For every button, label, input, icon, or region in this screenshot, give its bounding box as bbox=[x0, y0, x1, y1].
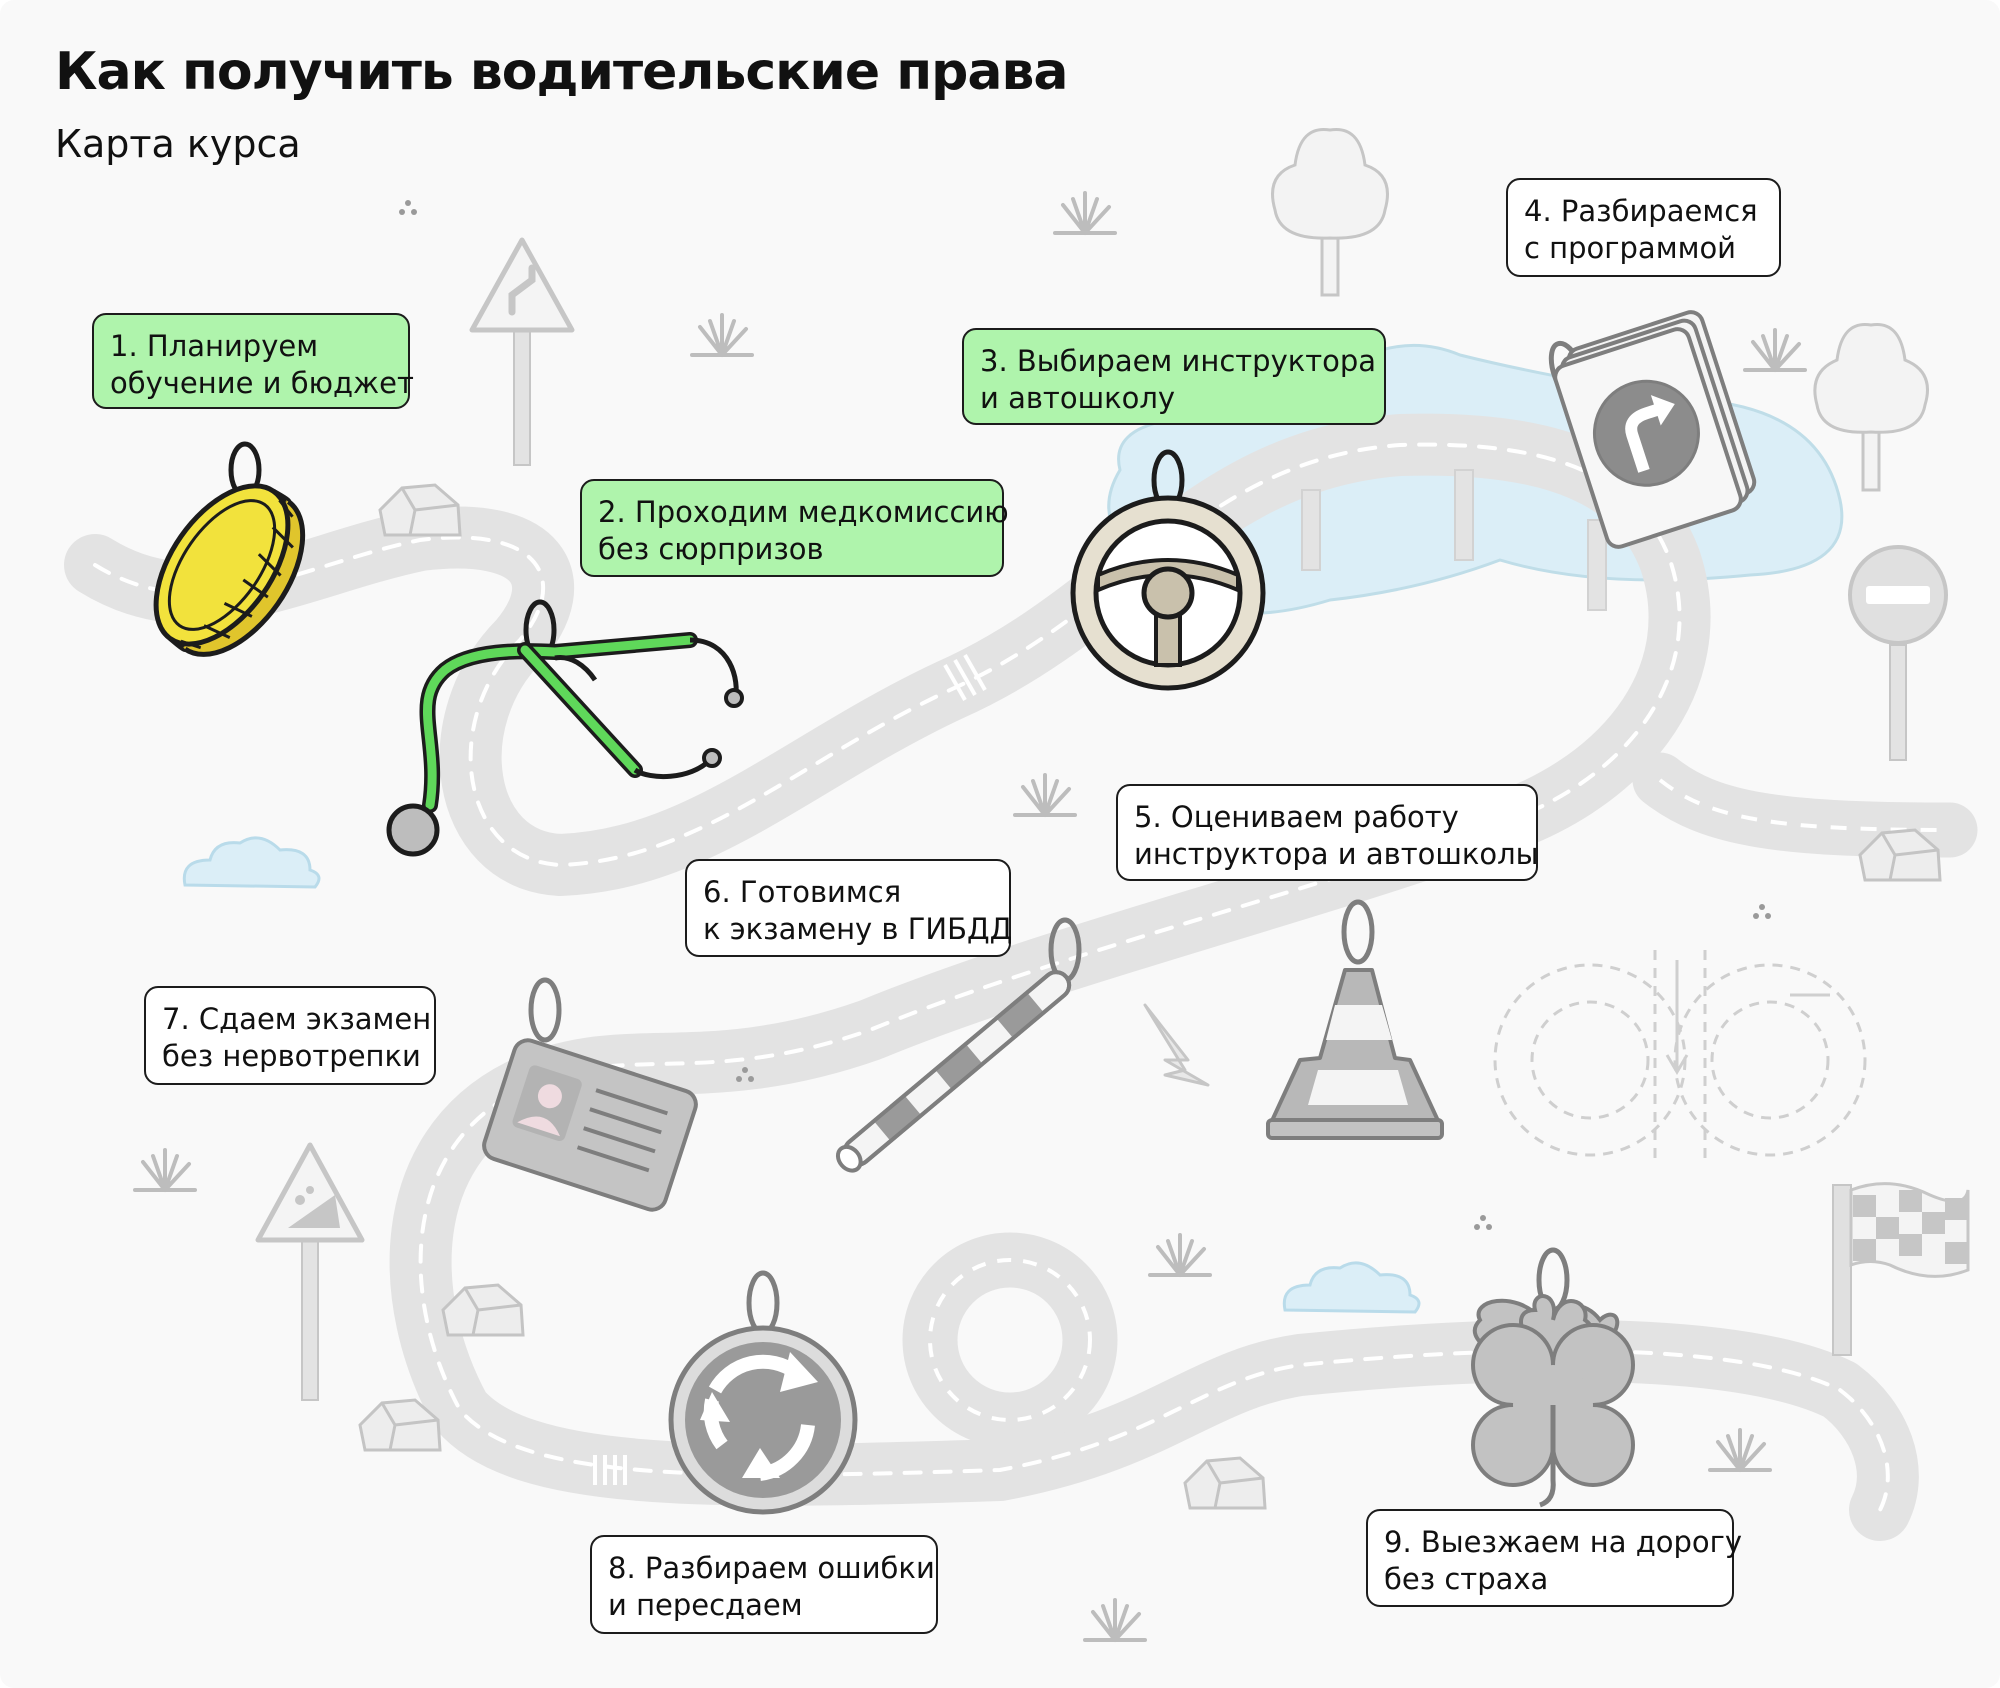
no-entry-sign-icon bbox=[1848, 545, 1948, 761]
step-5-label[interactable]: 5. Оцениваем работу инструктора и автошк… bbox=[1116, 784, 1539, 881]
step-2-line-2: без сюрпризов bbox=[598, 532, 824, 566]
step-7-label[interactable]: 7. Сдаем экзамен без нервотрепки bbox=[144, 986, 436, 1085]
step-9-line-1: 9. Выезжаем на дорогу bbox=[1384, 1525, 1743, 1559]
falling-rocks-sign-icon bbox=[255, 1142, 365, 1401]
traffic-cone-icon bbox=[1266, 899, 1444, 1140]
step-5-line-1: 5. Оцениваем работу bbox=[1134, 800, 1459, 834]
tree-icon bbox=[1271, 127, 1389, 297]
stethoscope-icon bbox=[386, 599, 744, 857]
step-8-line-1: 8. Разбираем ошибки bbox=[608, 1551, 935, 1585]
maneuver-markings bbox=[1493, 950, 1867, 1160]
steering-wheel-icon bbox=[1070, 449, 1266, 691]
roundabout-sign-icon bbox=[668, 1270, 858, 1515]
step-4-line-2: с программой bbox=[1524, 231, 1737, 265]
step-3-line-1: 3. Выбираем инструктора bbox=[980, 344, 1377, 378]
step-8-label[interactable]: 8. Разбираем ошибки и пересдаем bbox=[590, 1535, 938, 1634]
winding-road-sign-icon bbox=[469, 237, 575, 466]
license-card-icon bbox=[482, 977, 698, 1212]
step-3-line-2: и автошколу bbox=[980, 381, 1176, 415]
step-2-label[interactable]: 2. Проходим медкомиссию без сюрпризов bbox=[580, 479, 1009, 577]
page-subtitle: Карта курса bbox=[55, 122, 301, 166]
coin-icon bbox=[153, 441, 306, 657]
step-1-label[interactable]: 1. Планируем обучение и бюджет bbox=[92, 313, 414, 409]
step-1-line-1: 1. Планируем bbox=[110, 329, 319, 363]
step-9-label[interactable]: 9. Выезжаем на дорогу без страха bbox=[1366, 1509, 1743, 1607]
step-4-line-1: 4. Разбираемся bbox=[1524, 194, 1758, 228]
clover-icon bbox=[1471, 1247, 1635, 1508]
road bbox=[64, 413, 1978, 1541]
step-4-label[interactable]: 4. Разбираемся с программой bbox=[1506, 178, 1781, 277]
traffic-baton-icon bbox=[835, 917, 1082, 1173]
step-8-line-2: и пересдаем bbox=[608, 1588, 803, 1622]
step-7-line-1: 7. Сдаем экзамен bbox=[162, 1002, 432, 1036]
step-2-line-1: 2. Проходим медкомиссию bbox=[598, 495, 1009, 529]
lightning-icon bbox=[1143, 1003, 1210, 1087]
bridge-pillars bbox=[1301, 469, 1607, 611]
finish-flag-icon bbox=[1832, 1182, 1970, 1356]
step-1-line-2: обучение и бюджет bbox=[110, 366, 414, 400]
step-9-line-2: без страха bbox=[1384, 1562, 1549, 1596]
step-6-line-1: 6. Готовимся bbox=[703, 875, 902, 909]
page-title: Как получить водительские права bbox=[55, 42, 1068, 102]
flashcards-icon bbox=[1548, 310, 1757, 549]
step-7-line-2: без нервотрепки bbox=[162, 1039, 421, 1073]
tree-icon bbox=[1813, 322, 1929, 492]
step-5-line-2: инструктора и автошколы bbox=[1134, 837, 1539, 871]
step-6-label[interactable]: 6. Готовимся к экзамену в ГИБДД bbox=[685, 859, 1013, 957]
step-3-label[interactable]: 3. Выбираем инструктора и автошколу bbox=[962, 328, 1386, 425]
step-6-line-2: к экзамену в ГИБДД bbox=[703, 912, 1013, 946]
